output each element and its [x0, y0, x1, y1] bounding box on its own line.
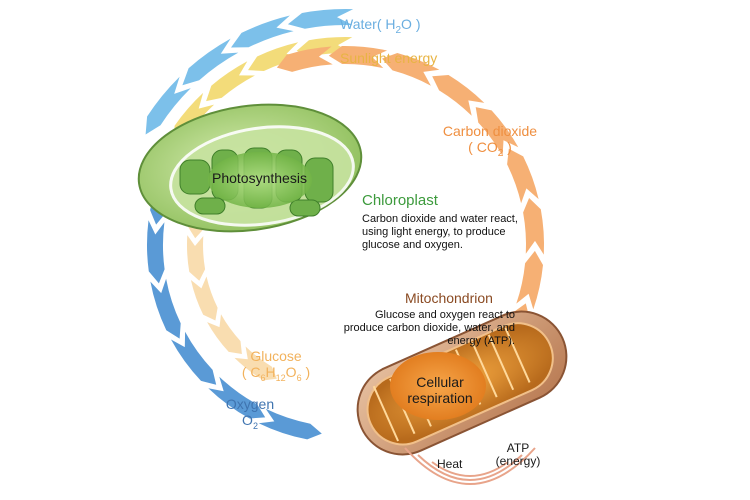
glucose-label: Glucose ( C6H12O6 )	[241, 348, 311, 383]
co2-arrow-segment	[328, 45, 388, 69]
oxygen-arrow-segment	[146, 220, 165, 284]
chloroplast-title: Chloroplast	[362, 192, 438, 209]
glucose-arrow-segment	[207, 314, 242, 354]
water-arrow-segment	[231, 15, 294, 48]
photosynthesis-core	[208, 152, 312, 208]
co2-arrow-segment	[276, 46, 333, 72]
oxygen-arrow-segment	[171, 331, 217, 385]
oxygen-arrow-segment	[258, 408, 322, 440]
carbon-dioxide-label: Carbon dioxide ( CO2 )	[442, 123, 538, 159]
mitochondrion-description: Glucose and oxygen react to produce carb…	[343, 309, 515, 347]
mitochondrion-title: Mitochondrion	[405, 290, 493, 306]
oxygen-arrow-segment	[208, 376, 266, 419]
cellular-respiration-label: Cellular respiration	[407, 374, 473, 406]
carbon-dioxide-arrow-ring	[276, 45, 545, 360]
co2-arrow-segment	[507, 148, 539, 204]
chloroplast-illustration	[137, 103, 363, 233]
sunlight-arrow-segment	[248, 42, 302, 71]
glucose-arrow-segment	[190, 276, 218, 321]
water-arrow-segment	[145, 76, 191, 135]
glucose-arrow-segment	[186, 235, 206, 281]
water-arrow-ring	[145, 8, 354, 135]
cellular-respiration-core	[390, 352, 486, 420]
photosynthesis-label: Photosynthesis	[212, 170, 307, 186]
water-label: Water( H2O )	[340, 16, 421, 36]
heat-label: Heat	[437, 457, 463, 471]
water-arrow-segment	[182, 38, 239, 86]
sunlight-arrow-segment	[206, 61, 255, 102]
co2-arrow-segment	[382, 53, 440, 86]
co2-arrow-segment	[475, 107, 519, 156]
chloroplast-description: Carbon dioxide and water react, using li…	[362, 213, 518, 251]
co2-arrow-segment	[516, 250, 543, 310]
sunlight-label: Sunlight energy	[340, 50, 438, 66]
atp-label: ATP (energy)	[495, 441, 541, 468]
oxygen-label: Oxygen O2	[225, 396, 275, 431]
water-arrow-segment	[287, 8, 354, 29]
co2-arrow-segment	[523, 198, 545, 255]
mitochondrion-illustration	[356, 310, 568, 456]
oxygen-arrow-segment	[150, 278, 181, 339]
co2-arrow-segment	[432, 75, 485, 116]
glucose-arrow-segment	[234, 346, 277, 381]
heat-waves	[404, 447, 536, 485]
